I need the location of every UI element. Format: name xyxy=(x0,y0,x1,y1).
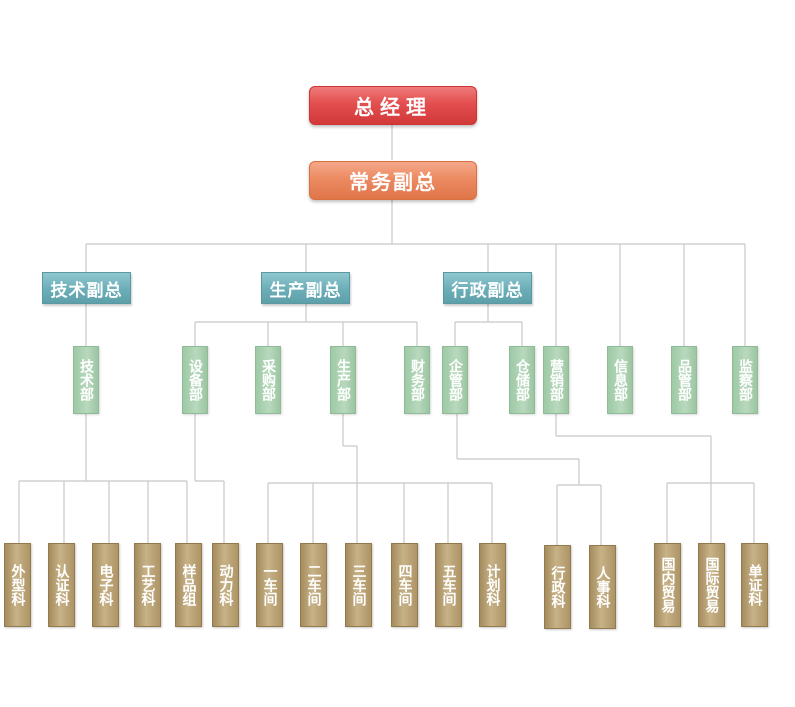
dept-quality-label: 品管部 xyxy=(676,359,692,401)
dept-audit: 监察部 xyxy=(732,346,758,414)
section-international-trade: 国际贸易 xyxy=(698,543,725,627)
vp-production-box: 生产副总 xyxy=(261,272,350,304)
dept-warehouse-label: 仓储部 xyxy=(514,359,530,401)
section-workshop-5: 五车间 xyxy=(435,543,462,627)
section-certification: 认证科 xyxy=(48,543,75,627)
dept-purchase: 采购部 xyxy=(255,346,281,414)
section-workshop-2: 二车间 xyxy=(300,543,327,627)
section-power: 动力科 xyxy=(212,543,239,627)
section-sample-group: 样品组 xyxy=(175,543,202,627)
section-domestic-trade: 国内贸易 xyxy=(654,543,681,627)
dept-purchase-label: 采购部 xyxy=(260,359,276,401)
section-domestic-trade-label: 国内贸易 xyxy=(659,557,676,613)
section-documents: 单证科 xyxy=(741,543,768,627)
section-workshop-1-label: 一车间 xyxy=(261,564,278,606)
dept-finance: 财务部 xyxy=(404,346,430,414)
section-administration-label: 行政科 xyxy=(549,566,566,608)
section-power-label: 动力科 xyxy=(217,564,234,606)
section-documents-label: 单证科 xyxy=(746,564,763,606)
dept-enterprise-mgmt-label: 企管部 xyxy=(447,359,463,401)
section-workshop-5-label: 五车间 xyxy=(440,564,457,606)
section-workshop-1: 一车间 xyxy=(256,543,283,627)
vp-admin-label: 行政副总 xyxy=(451,280,524,301)
dept-warehouse: 仓储部 xyxy=(509,346,535,414)
dept-production: 生产部 xyxy=(330,346,356,414)
dept-quality: 品管部 xyxy=(671,346,697,414)
section-personnel: 人事科 xyxy=(589,545,616,629)
section-administration: 行政科 xyxy=(544,545,571,629)
section-workshop-3: 三车间 xyxy=(345,543,372,627)
section-workshop-4-label: 四车间 xyxy=(396,564,413,606)
section-planning-label: 计划科 xyxy=(484,564,501,606)
ceo-box: 总经理 xyxy=(309,86,477,125)
section-electronics-label: 电子科 xyxy=(97,564,114,606)
section-international-trade-label: 国际贸易 xyxy=(703,557,720,613)
dept-enterprise-mgmt: 企管部 xyxy=(442,346,468,414)
vp-tech-label: 技术副总 xyxy=(50,280,123,301)
dept-finance-label: 财务部 xyxy=(409,359,425,401)
section-process-label: 工艺科 xyxy=(139,564,156,606)
dept-information: 信息部 xyxy=(607,346,633,414)
dept-production-label: 生产部 xyxy=(335,359,351,401)
section-certification-label: 认证科 xyxy=(53,564,70,606)
dept-equipment: 设备部 xyxy=(182,346,208,414)
section-shape-label: 外型科 xyxy=(9,564,26,606)
vp-tech-box: 技术副总 xyxy=(42,272,131,304)
vp-production-label: 生产副总 xyxy=(269,280,342,301)
section-personnel-label: 人事科 xyxy=(594,566,611,608)
section-electronics: 电子科 xyxy=(92,543,119,627)
ceo-label: 总经理 xyxy=(354,95,432,119)
dept-audit-label: 监察部 xyxy=(737,359,753,401)
dept-sales: 营销部 xyxy=(543,346,569,414)
dept-sales-label: 营销部 xyxy=(548,359,564,401)
dept-information-label: 信息部 xyxy=(612,359,628,401)
section-process: 工艺科 xyxy=(134,543,161,627)
dept-tech: 技术部 xyxy=(73,346,99,414)
dept-tech-label: 技术部 xyxy=(78,359,94,401)
deputy-gm-label: 常务副总 xyxy=(349,170,437,194)
section-shape: 外型科 xyxy=(4,543,31,627)
deputy-gm-box: 常务副总 xyxy=(309,161,477,200)
section-workshop-4: 四车间 xyxy=(391,543,418,627)
section-planning: 计划科 xyxy=(479,543,506,627)
section-workshop-3-label: 三车间 xyxy=(350,564,367,606)
section-sample-group-label: 样品组 xyxy=(180,564,197,606)
section-workshop-2-label: 二车间 xyxy=(305,564,322,606)
dept-equipment-label: 设备部 xyxy=(187,359,203,401)
vp-admin-box: 行政副总 xyxy=(443,272,532,304)
